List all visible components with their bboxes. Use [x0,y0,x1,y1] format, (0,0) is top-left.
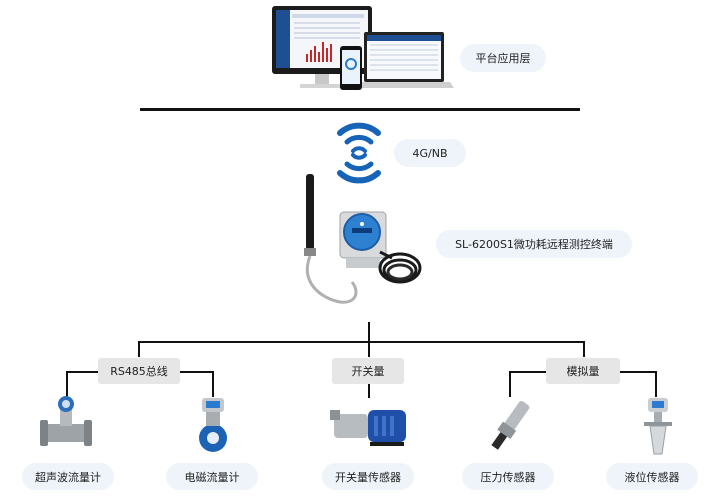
tree-stem [368,322,370,342]
network-label: 4G/NB [394,139,466,167]
device-label-level: 液位传感器 [606,463,698,490]
terminal-device-illustration [304,174,422,304]
device-label-electromagnetic: 电磁流量计 [166,463,258,490]
group-analog: 模拟量 [546,358,620,384]
analog-right-drop [655,371,657,397]
group-switch: 开关量 [332,358,404,384]
device-label-pressure: 压力传感器 [462,463,554,490]
device-label-ultrasonic: 超声波流量计 [22,463,114,490]
device-label-switch-sensor: 开关量传感器 [322,463,414,490]
group-rs485: RS485总线 [98,358,180,384]
platform-layer-label: 平台应用层 [460,44,546,72]
terminal-label: SL-6200S1微功耗远程测控终端 [436,230,632,258]
platform-devices-illustration [272,6,454,90]
switch-sensor-icon [330,410,406,446]
ultrasonic-flowmeter-icon [40,396,92,446]
antenna-icon [306,174,314,250]
switch-lower-drop [368,384,370,398]
electromagnetic-flowmeter-icon [199,398,227,452]
rs485-right-drop [212,371,214,397]
wireless-signal-icon [337,122,381,184]
tree-branch-main [138,341,584,343]
branch-switch-drop [368,341,370,357]
branch-rs485-drop [138,341,140,357]
analog-left-drop [509,371,511,397]
level-sensor-icon [644,398,672,455]
platform-separator-line [140,108,580,111]
branch-analog-drop [583,341,585,357]
rs485-left-drop [66,371,68,397]
pressure-sensor-icon [491,400,530,450]
